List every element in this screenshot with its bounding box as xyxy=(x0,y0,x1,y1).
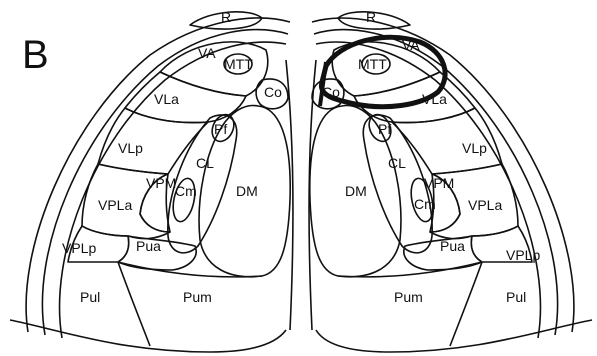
left-VLp-region xyxy=(98,108,208,174)
left-label-VLa: VLa xyxy=(154,91,179,107)
left-hemisphere: R VA MTT VLa Co Pf VLp CL VPM Cm DM VPLa… xyxy=(10,9,293,352)
left-bottom-edge xyxy=(10,320,286,352)
left-label-VPLa: VPLa xyxy=(98,197,132,213)
right-label-VLa: VLa xyxy=(422,91,447,107)
left-label-VA: VA xyxy=(198,45,216,61)
left-label-Co: Co xyxy=(264,84,282,100)
right-label-Pf: Pf xyxy=(378,121,391,137)
right-label-CL: CL xyxy=(388,155,406,171)
right-label-VA: VA xyxy=(402,37,420,53)
right-label-Pul: Pul xyxy=(506,289,526,305)
left-label-Pf: Pf xyxy=(214,121,227,137)
left-label-Pua: Pua xyxy=(136,238,161,254)
right-label-MTT: MTT xyxy=(358,56,387,72)
right-Pul-Pum-divider xyxy=(450,262,482,346)
left-label-VLp: VLp xyxy=(118,140,143,156)
right-label-Co: Co xyxy=(322,84,340,100)
left-label-DM: DM xyxy=(236,183,258,199)
right-label-R: R xyxy=(366,9,376,25)
right-Pum-top xyxy=(338,262,482,277)
left-label-VPLp: VPLp xyxy=(62,240,96,256)
right-label-VLp: VLp xyxy=(462,140,487,156)
right-hemisphere: R VA MTT Co VLa Pf VLp CL DM VPM Cm VPLa… xyxy=(309,9,592,352)
right-label-VPM: VPM xyxy=(424,175,454,191)
right-label-Pua: Pua xyxy=(440,238,465,254)
left-label-Cm: Cm xyxy=(175,183,197,199)
right-label-DM: DM xyxy=(345,183,367,199)
left-label-VPM: VPM xyxy=(146,175,176,191)
right-label-Cm: Cm xyxy=(414,196,436,212)
left-Pum-top xyxy=(118,262,262,277)
panel-letter: B xyxy=(22,33,49,77)
left-label-MTT: MTT xyxy=(224,56,253,72)
right-label-Pum: Pum xyxy=(394,289,423,305)
right-label-VPLa: VPLa xyxy=(468,197,502,213)
left-label-R: R xyxy=(221,9,231,25)
left-Pul-Pum-divider xyxy=(118,262,150,346)
left-label-Pum: Pum xyxy=(183,289,212,305)
right-label-VPLp: VPLp xyxy=(506,247,540,263)
left-label-CL: CL xyxy=(196,155,214,171)
left-label-Pul: Pul xyxy=(80,289,100,305)
